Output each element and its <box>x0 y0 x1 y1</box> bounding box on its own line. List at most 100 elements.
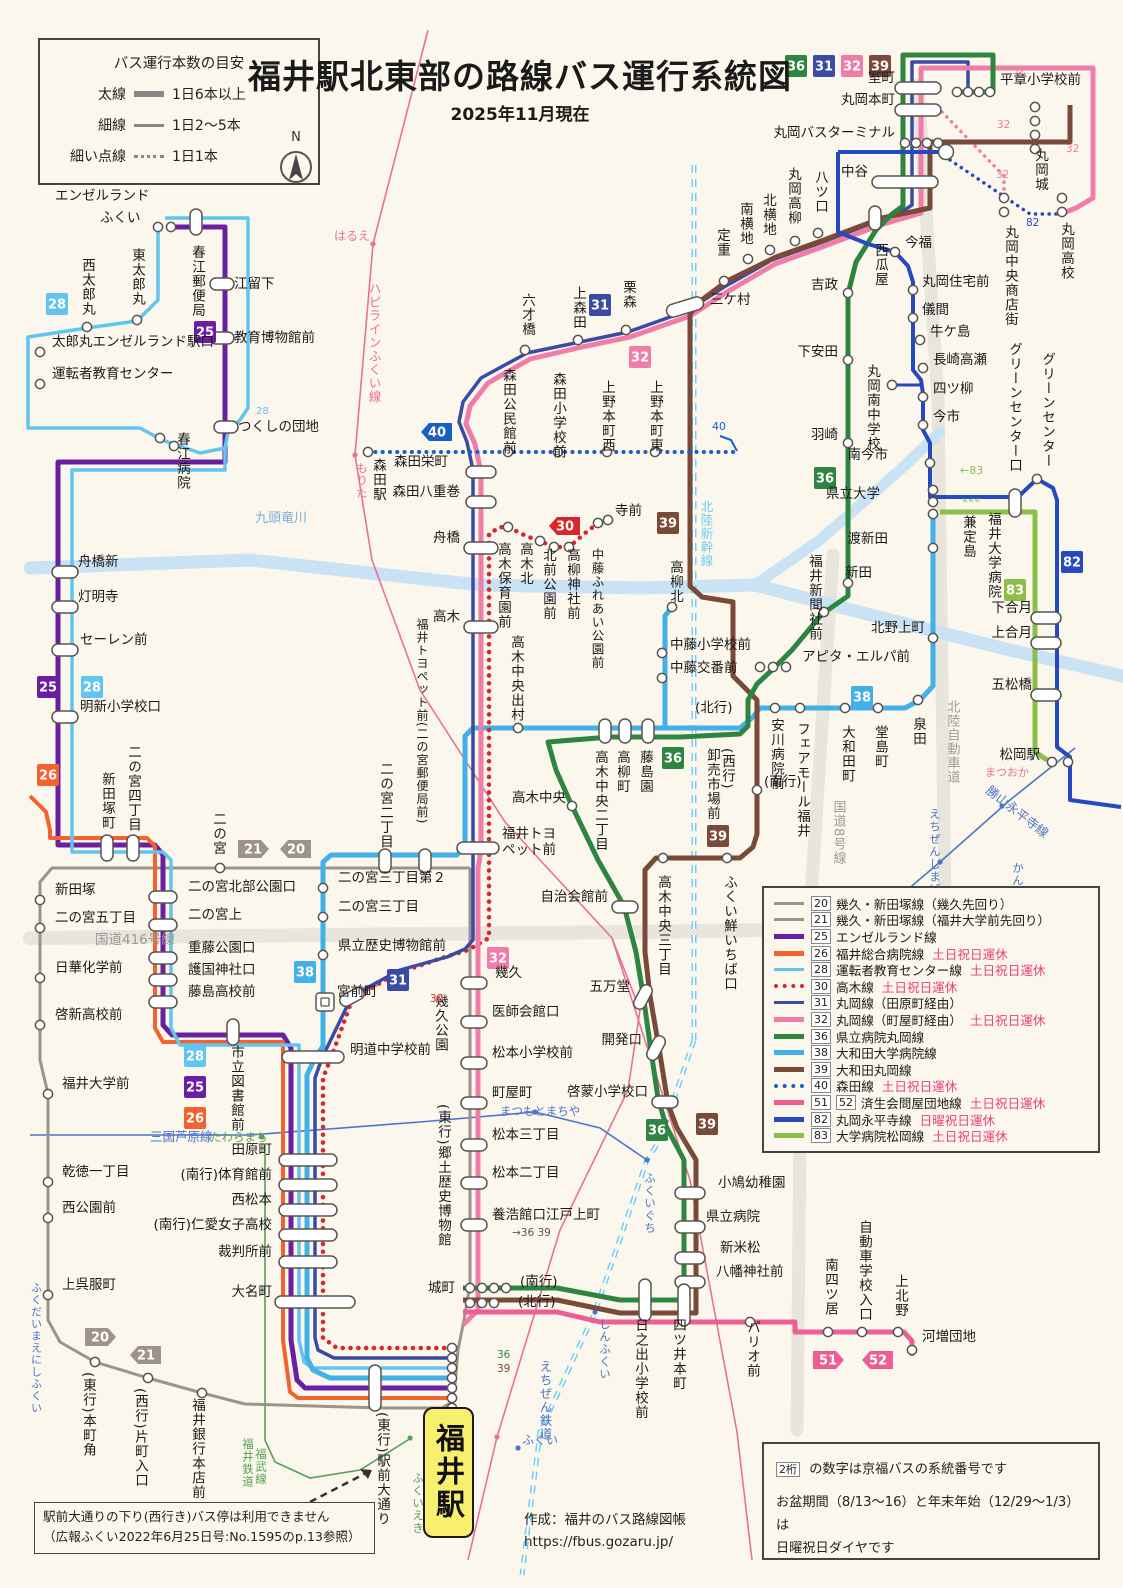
map-label: ふくいえき <box>411 1472 425 1535</box>
bus-stop <box>317 882 329 894</box>
route-badge-82 <box>1061 551 1083 573</box>
bus-stop <box>822 1326 834 1338</box>
route-badge-num: 38 <box>853 691 871 706</box>
map-label: 森田駅 <box>370 458 387 502</box>
legend-route-name: 大和田大学病院線 <box>836 1046 937 1062</box>
bus-stop <box>742 253 754 265</box>
page-title: 福井駅北東部の路線バス運行系統図 <box>248 57 792 96</box>
route-badge-num: 21 <box>137 1349 155 1364</box>
map-label: 国道416号線 <box>95 932 175 948</box>
map-label: 護国神社口 <box>188 962 256 978</box>
map-label: えちぜん鉄道 <box>538 1360 553 1441</box>
bus-stop-pill <box>460 1056 488 1070</box>
bus-stop <box>927 632 939 644</box>
map-label: 県立大学 <box>826 486 880 502</box>
bus-stop-pill <box>339 986 365 1008</box>
legend-route-num: 83 <box>811 1128 831 1144</box>
bus-stop <box>34 922 46 934</box>
legend-line-sample <box>774 950 804 956</box>
map-label: 安川病院前 <box>768 718 785 791</box>
map-label: 高木中央出村 <box>508 634 525 722</box>
bus-stop <box>998 192 1010 204</box>
map-label: アピタ・エルパ前 <box>802 648 910 665</box>
bus-stop-pill <box>460 1138 488 1152</box>
route-badge-36 <box>662 747 684 769</box>
map-label: 32 <box>1066 143 1079 155</box>
bus-stop <box>912 694 924 706</box>
map-label: 高木 <box>433 608 460 625</box>
legend-route-name: 幾久・新田塚線（福井大学前先回り） <box>836 913 1051 929</box>
bus-stop <box>1031 473 1043 485</box>
bus-stop <box>921 137 933 149</box>
route-badge-31 <box>589 294 611 316</box>
bus-stop <box>142 1372 154 1384</box>
bus-route-39 <box>463 105 1073 1316</box>
legend-route-num: 36 <box>811 1028 831 1044</box>
bus-stop <box>856 1326 868 1338</box>
legend-line-sample <box>774 1001 804 1005</box>
map-label: 二の宮五丁目 <box>55 910 136 926</box>
map-label: 泉田 <box>910 716 927 746</box>
map-label: 城町 <box>428 1280 455 1296</box>
map-label: 北前公園前 <box>540 548 557 621</box>
fukui-station-label: 福井駅 <box>431 1423 466 1522</box>
route-badge-39 <box>869 55 891 77</box>
frequency-legend-rows: 太線 1日6本以上細線 1日2〜5本細い点線 1日1本 <box>40 84 318 166</box>
map-label: 自動車学校入口 <box>856 1220 873 1322</box>
compass-n-label: N <box>291 130 301 145</box>
map-label: パリオ前 <box>744 1320 761 1378</box>
legend-route-name: 県立病院丸岡線 <box>836 1029 925 1045</box>
map-label: 南四ツ居 <box>822 1258 839 1316</box>
bus-stop <box>446 1362 458 1374</box>
bus-stop <box>42 1088 54 1100</box>
bus-stop <box>656 672 668 684</box>
river <box>23 553 1123 683</box>
bus-stop-pill <box>51 643 79 657</box>
bus-stop <box>572 334 584 346</box>
freq-label: 細い点線 <box>70 149 126 165</box>
route-badge-36 <box>814 467 836 489</box>
map-label: まつもとまちや <box>500 1104 580 1118</box>
bus-route-40 <box>719 435 738 452</box>
route-badge-num: 39 <box>698 1118 716 1133</box>
map-label: 小鳩幼稚園 <box>718 1175 786 1191</box>
bus-stop <box>842 287 854 299</box>
legend-line-sample <box>774 1066 804 1072</box>
bus-stop <box>34 1019 46 1031</box>
legend-route-name: 大学病院松岡線 <box>836 1129 925 1145</box>
bus-route-28 <box>70 448 452 1370</box>
bus-stop-pill <box>51 710 79 724</box>
route-badge-25 <box>194 321 216 343</box>
map-label: 高柳町 <box>614 749 631 794</box>
map-label: 儀間 <box>922 302 949 318</box>
legend-route-name: 森田線 <box>836 1079 874 1095</box>
bus-stop <box>906 1344 918 1356</box>
legend-route-note: 土日祝日運休 <box>932 1129 1008 1145</box>
map-label: 32 <box>996 169 1009 181</box>
freq-line-sample <box>134 91 164 97</box>
legend-line-sample <box>774 1083 804 1088</box>
map-label: 町屋町 <box>492 1085 533 1101</box>
note-systems-text: の数字は京福バスの系統番号です <box>809 1462 1008 1477</box>
legend-row-30: 30 高木線 土日祝日運休 <box>774 978 1088 995</box>
map-label: 森田小学校前 <box>550 372 567 459</box>
bus-stop <box>446 1342 458 1354</box>
route-badge-num: 20 <box>91 1331 109 1346</box>
map-label: 東太郎丸 <box>129 248 146 307</box>
bus-stop <box>998 206 1010 218</box>
map-label: 南今市 <box>848 446 889 463</box>
bus-stop-pill <box>148 890 178 904</box>
freq-label: 細線 <box>98 118 126 134</box>
bus-stop-pill <box>677 1283 691 1327</box>
bus-stop-pill <box>278 1255 338 1269</box>
map-label: 堂島町 <box>872 725 889 769</box>
bus-stop <box>446 1382 458 1394</box>
route-badge-20 <box>85 1328 116 1346</box>
bus-stop <box>563 541 575 553</box>
legend-route-note: 土日祝日運休 <box>969 963 1046 979</box>
map-label: 32 <box>1012 65 1025 77</box>
rail-station-dot <box>370 241 376 247</box>
bus-stop <box>1046 756 1058 768</box>
bus-stop <box>794 702 806 714</box>
